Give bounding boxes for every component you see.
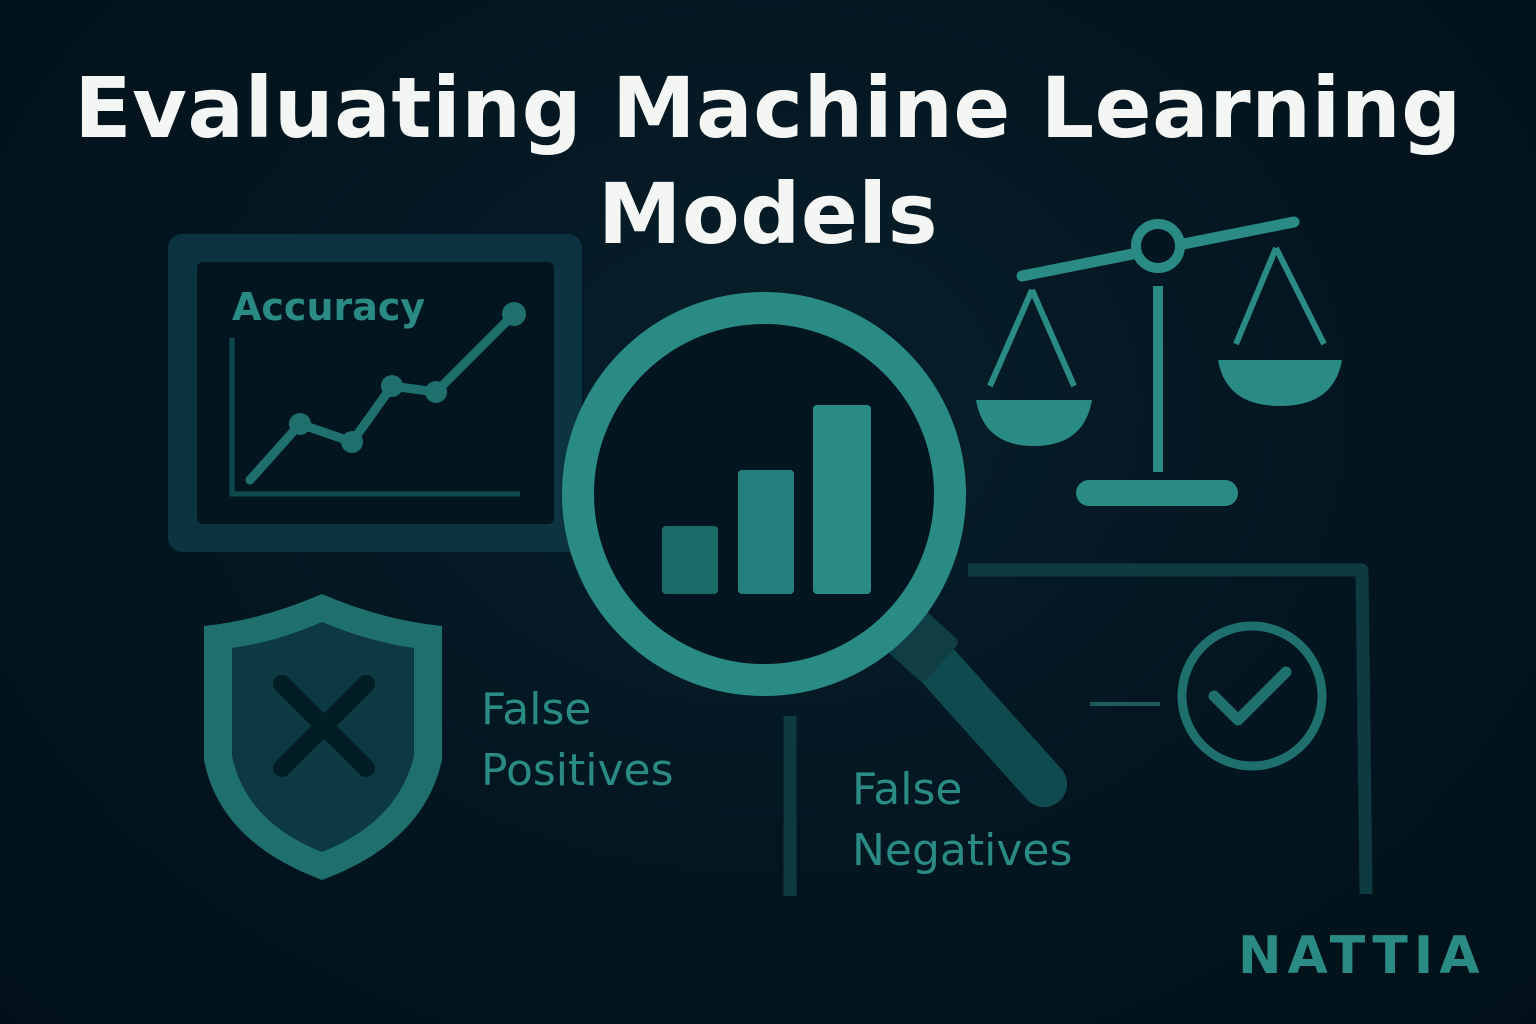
page-title-line2: Models <box>597 165 939 263</box>
page-title-line1: Evaluating Machine Learning <box>74 59 1462 157</box>
panel-frame <box>783 563 1373 896</box>
false-negatives-line2: Negatives <box>852 824 1073 876</box>
scale-icon <box>976 216 1342 506</box>
false-negatives-line1: False <box>852 764 963 815</box>
false-positives-label: False Positives <box>481 680 674 801</box>
line-chart-icon <box>168 234 582 552</box>
false-positives-line2: Positives <box>481 744 674 796</box>
check-circle-icon <box>1177 621 1327 771</box>
false-negatives-label: False Negatives <box>852 760 1072 881</box>
brand-logo: NATTIA <box>1238 926 1486 986</box>
shield-x-icon <box>204 594 442 880</box>
bar-chart-icon <box>662 405 871 594</box>
false-positives-line1: False <box>481 684 592 735</box>
accuracy-label: Accuracy <box>232 285 426 329</box>
